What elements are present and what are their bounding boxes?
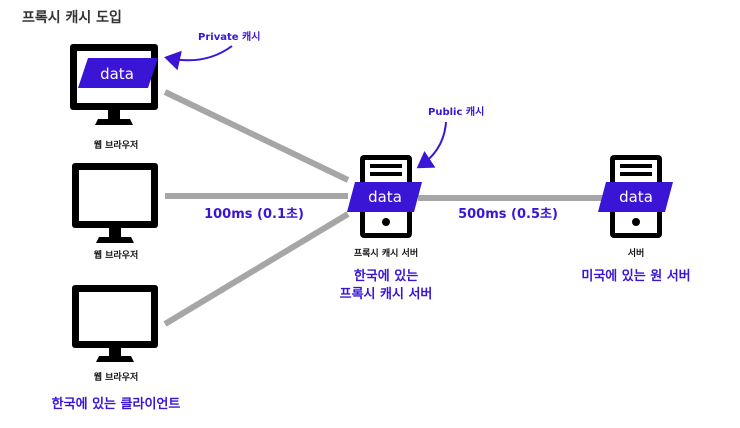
browser-1-label: 웹 브라우저 [94,139,139,151]
browser-1: data 웹 브라우저 [70,44,158,151]
diagram-title: 프록시 캐시 도입 [22,10,122,26]
data-tag-label: data [100,65,134,83]
browser-2: 웹 브라우저 [72,163,158,261]
proxy-location-line2: 프록시 캐시 서버 [340,286,433,302]
latency-proxy-origin-label: 500ms (0.5초) [458,207,558,222]
proxy-location-line1: 한국에 있는 [354,268,418,284]
private-cache-label: Private 캐시 [198,30,260,43]
data-tag-origin: data [598,182,673,212]
client-group-label: 한국에 있는 클라이언트 [52,396,181,412]
connector-lines [163,89,608,327]
connector-browser3-proxy [163,211,350,327]
browser-2-label: 웹 브라우저 [94,249,139,261]
proxy-server: data 프록시 캐시 서버 한국에 있는 프록시 캐시 서버 [340,155,433,302]
proxy-server-label: 프록시 캐시 서버 [354,247,418,259]
public-cache-arrow-icon [416,121,447,169]
origin-location-label: 미국에 있는 원 서버 [581,268,690,284]
public-cache-label: Public 캐시 [428,105,484,118]
private-cache-arrow-icon [164,45,233,71]
origin-server: data 서버 미국에 있는 원 서버 [581,155,691,284]
monitor-icon [72,163,158,243]
data-tag-label: data [368,188,402,206]
data-tag-proxy: data [347,182,422,212]
connector-browser1-proxy [163,89,350,183]
data-tag-label: data [619,188,653,206]
data-tag-browser-1: data [78,58,158,88]
browser-3: 웹 브라우저 [72,285,158,383]
latency-client-proxy-label: 100ms (0.1초) [204,207,304,222]
origin-server-label: 서버 [628,247,645,259]
monitor-icon [72,285,158,362]
browser-3-label: 웹 브라우저 [94,371,139,383]
